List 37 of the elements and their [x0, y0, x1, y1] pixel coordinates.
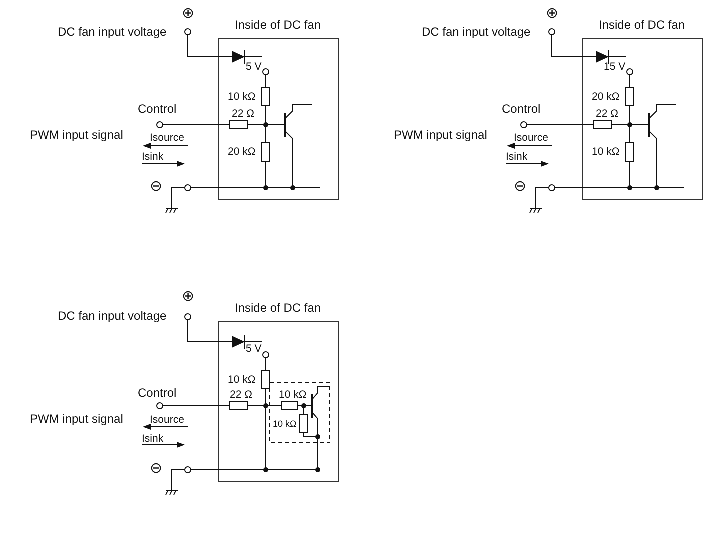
terminal-label: Control — [138, 103, 177, 115]
enclosure-heading: Inside of DC fan — [235, 18, 322, 32]
minus-symbol: ⊖ — [514, 179, 527, 194]
terminal-label: Control — [502, 103, 541, 115]
resistor-value: 22 Ω — [596, 109, 618, 120]
resistor-value: 20 kΩ — [228, 147, 256, 158]
enclosure-heading: Inside of DC fan — [599, 18, 686, 32]
current-label: Isink — [506, 152, 528, 162]
terminal-label: DC fan input voltage — [58, 26, 167, 38]
voltage-label: 5 V — [246, 344, 262, 354]
resistor-value: 10 kΩ — [228, 375, 256, 386]
voltage-label: 15 V — [604, 62, 626, 72]
resistor-value: 22 Ω — [230, 390, 252, 400]
terminal-label: Control — [138, 387, 177, 399]
minus-symbol: ⊖ — [150, 179, 163, 194]
signal-label: PWM input signal — [30, 413, 124, 425]
voltage-label: 5 V — [246, 62, 262, 72]
enclosure-heading: Inside of DC fan — [235, 301, 322, 315]
resistor-value: 10 kΩ — [592, 147, 620, 158]
resistor-value: 10 kΩ — [228, 92, 256, 102]
resistor-value: 22 Ω — [232, 109, 254, 120]
current-label: Isink — [142, 152, 164, 162]
plus-symbol: ⊕ — [182, 6, 195, 21]
current-label: Isource — [514, 133, 548, 144]
resistor-value: 10 kΩ — [279, 390, 307, 400]
current-label: Isink — [142, 434, 164, 444]
current-label: Isource — [150, 133, 184, 144]
plus-symbol: ⊕ — [182, 289, 195, 304]
plus-symbol: ⊕ — [546, 6, 559, 21]
minus-symbol: ⊖ — [150, 461, 163, 476]
current-label: Isource — [150, 415, 184, 426]
terminal-label: DC fan input voltage — [422, 26, 531, 38]
signal-label: PWM input signal — [394, 129, 488, 141]
signal-label: PWM input signal — [30, 129, 124, 141]
terminal-label: DC fan input voltage — [58, 310, 167, 322]
resistor-value: 20 kΩ — [592, 92, 620, 102]
resistor-value: 10 kΩ — [273, 420, 297, 429]
